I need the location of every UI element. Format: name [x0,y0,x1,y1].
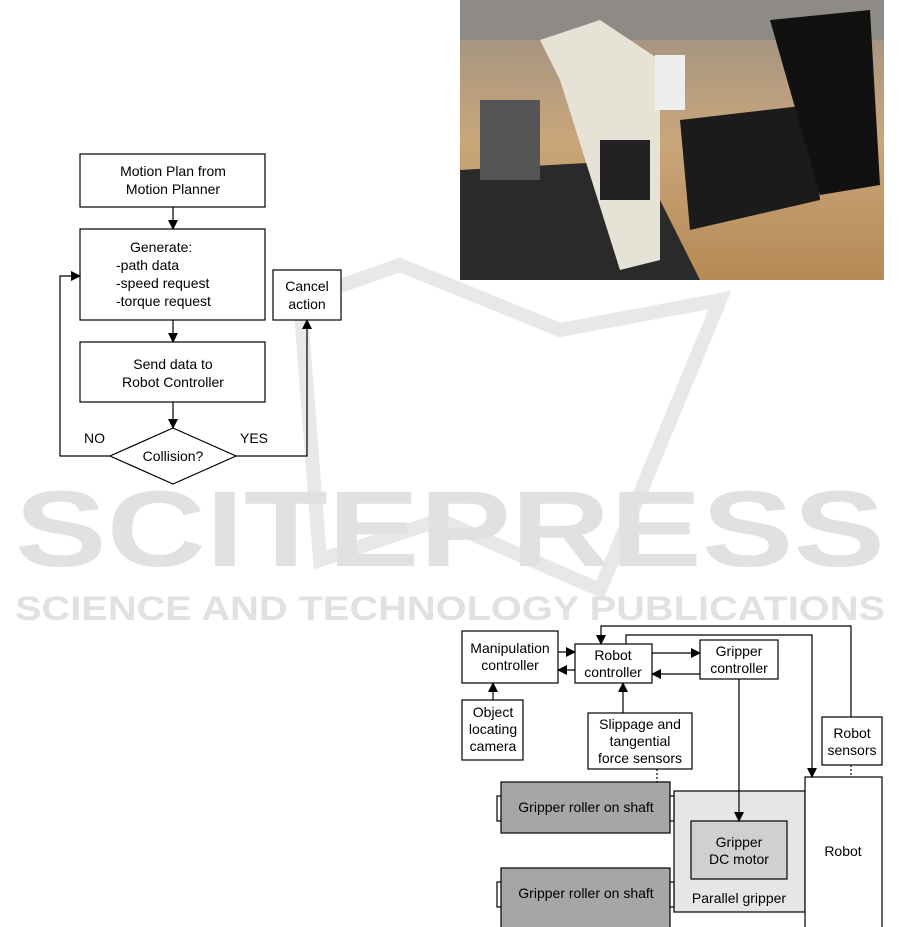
block-diagram [461,625,883,927]
block-text: Gripper [716,834,763,850]
flow-text: Robot Controller [122,374,224,390]
block-text: Gripper roller on shaft [518,799,654,815]
flow-decision-text: Collision? [143,448,204,464]
flow-box-cancel [272,269,342,321]
block-text: Slippage and [599,716,681,732]
flow-text: Generate: [130,239,192,255]
block-text: Object [473,704,514,720]
block-text: controller [710,660,768,676]
flow-decision-collision [108,427,238,485]
flow-yes-label: YES [240,430,268,446]
flow-text: -torque request [116,293,211,309]
block-text: force sensors [598,750,682,766]
robot-photo [460,0,884,280]
block-text: controller [481,657,539,673]
flow-box-send-data [79,341,266,403]
dc-motor-box [690,820,788,880]
block-text: controller [584,664,642,680]
watermark-subtitle: SCIENCE AND TECHNOLOGY PUBLICATIONS [15,590,885,628]
block-diagram-labels: Manipulation controller Robot controller… [469,640,877,906]
block-text: tangential [610,733,671,749]
gripper-controller-box [699,639,779,680]
flowchart-labels: Motion Plan from Motion Planner Generate… [84,163,329,464]
block-text: Robot [824,843,861,859]
flowchart [59,153,342,485]
flow-text: Cancel [285,278,329,294]
block-text: locating [469,721,517,737]
block-text: Parallel gripper [692,890,786,906]
robot-box [804,776,883,927]
flow-text: action [288,296,325,312]
watermark-book-logo [292,257,732,600]
flow-text: -speed request [116,275,210,291]
robot-sensors-box [821,716,883,766]
flow-text: Motion Plan from [120,163,226,179]
block-text: Manipulation [470,640,549,656]
flow-no-label: NO [84,430,105,446]
flow-text: Send data to [133,356,213,372]
flow-text: Motion Planner [126,181,221,197]
roller-box-1 [500,781,671,834]
flow-box-motion-plan [79,153,266,208]
robot-controller-box [574,643,653,684]
slippage-sensors-box [587,712,693,770]
block-text: camera [470,738,517,754]
block-text: Robot [833,725,870,741]
block-text: sensors [827,742,876,758]
block-text: Gripper [716,643,763,659]
watermark: SCITEPRESS SCIENCE AND TECHNOLOGY PUBLIC… [15,257,885,628]
flow-box-generate [79,228,266,321]
manipulation-controller-box [461,630,559,684]
camera-box [461,699,524,761]
block-text: Robot [594,647,631,663]
block-text: Gripper roller on shaft [518,885,654,901]
watermark-title: SCITEPRESS [15,468,885,589]
roller-box-2 [500,867,671,927]
block-text: DC motor [709,851,769,867]
flow-text: -path data [116,257,179,273]
